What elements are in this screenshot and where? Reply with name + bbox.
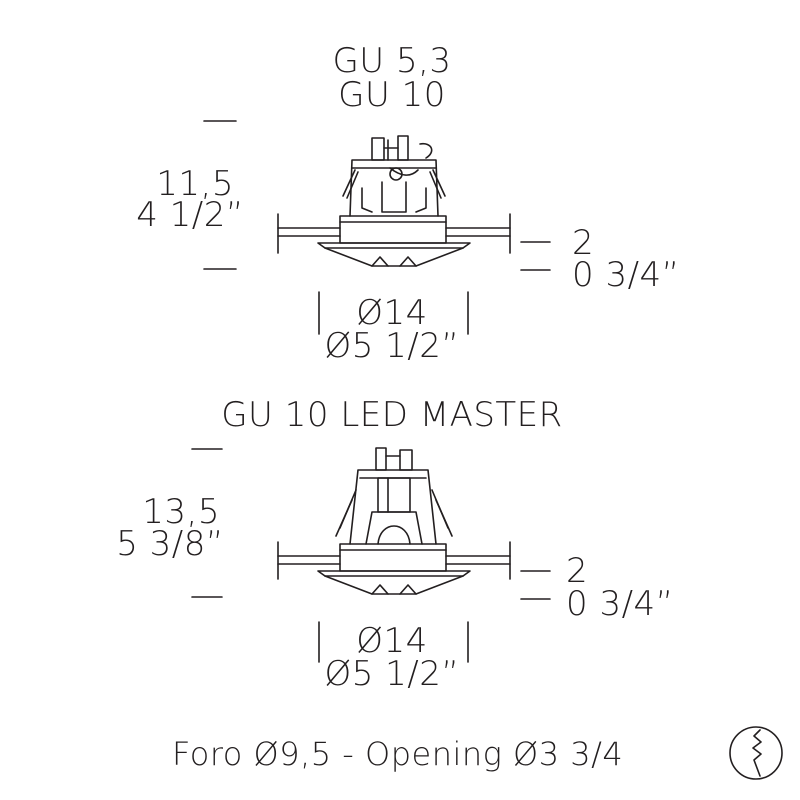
bottom-title: GU 10 LED MASTER [221, 395, 563, 435]
top-diameter-imperial: Ø5 1/2” [324, 326, 460, 366]
bottom-height-dimension [191, 448, 223, 598]
bottom-flange-imperial: 0 3/4” [566, 584, 674, 624]
top-diameter-dimension [318, 291, 469, 335]
cut-hole-icon [729, 726, 783, 780]
top-height-metric: 11,5 [156, 164, 234, 204]
top-flange-dimension [520, 241, 551, 271]
bottom-diameter-imperial: Ø5 1/2” [324, 654, 460, 694]
top-title-gu10: GU 10 [338, 75, 446, 115]
top-fixture-drawing [277, 135, 511, 267]
bottom-height-metric: 13,5 [142, 492, 220, 532]
top-flange-imperial: 0 3/4” [572, 255, 680, 295]
bottom-fixture-drawing [277, 447, 511, 595]
bottom-flange-dimension [520, 570, 551, 600]
bottom-diameter-metric: Ø14 [356, 621, 428, 661]
bottom-diameter-dimension [318, 621, 469, 663]
opening-caption: Foro Ø9,5 - Opening Ø3 3/4 [172, 735, 624, 773]
top-title-gu53: GU 5,3 [332, 41, 452, 81]
top-height-dimension [203, 120, 237, 270]
top-flange-metric: 2 [572, 223, 595, 263]
top-diameter-metric: Ø14 [356, 293, 428, 333]
bottom-height-imperial: 5 3/8” [116, 524, 224, 564]
top-height-imperial: 4 1/2” [136, 195, 244, 235]
bottom-flange-metric: 2 [566, 551, 589, 591]
